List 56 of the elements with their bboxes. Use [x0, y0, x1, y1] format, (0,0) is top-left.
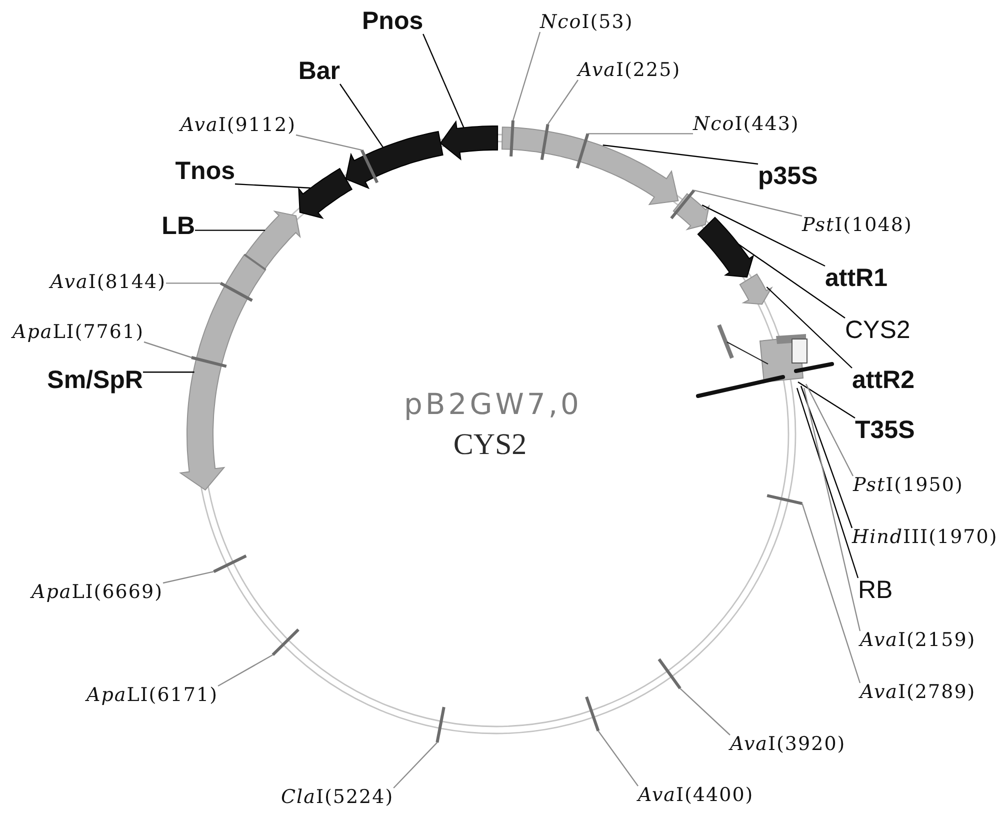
feature-label: Pnos: [362, 9, 424, 34]
feature-label: RB: [858, 578, 893, 603]
leader-line: [588, 133, 693, 134]
leader-line: [422, 34, 464, 128]
leader-line: [195, 230, 265, 231]
leader-line: [162, 571, 214, 584]
leader-line: [512, 32, 541, 121]
leader-line: [234, 183, 311, 189]
restriction-site-label: NcoI(53): [540, 13, 634, 32]
leader-line: [796, 388, 859, 578]
leader-line: [766, 286, 852, 368]
feature-label: attR2: [852, 368, 915, 393]
restriction-site-label: AvaI(225): [578, 61, 681, 80]
leader-line: [805, 384, 854, 476]
feature-label: Bar: [298, 59, 340, 84]
restriction-site-label: AvaI(9112): [180, 116, 296, 135]
feature-label: CYS2: [845, 318, 910, 343]
restriction-site-label: ApaLI(6171): [86, 686, 218, 705]
restriction-site-label: AvaI(4400): [638, 786, 754, 805]
restriction-site-label: AvaI(8144): [50, 273, 166, 292]
leader-line: [340, 84, 384, 148]
leader-line: [800, 386, 853, 528]
feature-label: LB: [162, 214, 195, 239]
leader-line: [702, 204, 826, 267]
leader-line: [798, 382, 856, 418]
restriction-site-label: AvaI(2789): [860, 683, 976, 702]
leader-line: [680, 688, 730, 736]
leader-line: [547, 80, 578, 125]
leader-line: [393, 742, 438, 788]
leader-line: [694, 190, 802, 217]
leader-line: [602, 144, 758, 165]
leader-line: [598, 730, 638, 786]
restriction-site-label: PstI(1950): [853, 476, 964, 495]
restriction-site-label: PstI(1048): [802, 216, 912, 235]
feature-label: Sm/SpR: [47, 368, 143, 393]
plasmid-subtitle: CYS2: [453, 430, 527, 460]
leader-line: [218, 654, 274, 687]
feature-label: p35S: [758, 164, 818, 189]
leader-line: [296, 134, 362, 151]
leader-line: [144, 341, 192, 358]
leader-line: [738, 244, 846, 318]
restriction-site-label: HindIII(1970): [852, 528, 998, 547]
restriction-site-label: AvaI(2159): [860, 631, 976, 650]
restriction-site-label: ApaLI(6669): [31, 583, 163, 602]
restriction-site-label: ClaI(5224): [281, 788, 394, 807]
restriction-site-label: NcoI(443): [693, 115, 800, 134]
leader-line: [143, 372, 194, 373]
restriction-site-label: AvaI(3920): [730, 735, 846, 754]
plasmid-name: pB2GW7,0: [404, 390, 582, 419]
leader-line: [803, 388, 861, 632]
restriction-site-label: ApaLI(7761): [12, 323, 144, 342]
feature-label: Tnos: [175, 159, 235, 184]
feature-label: attR1: [825, 266, 888, 291]
leader-line: [802, 503, 861, 684]
feature-label: T35S: [855, 418, 915, 443]
leader-line: [166, 282, 221, 284]
